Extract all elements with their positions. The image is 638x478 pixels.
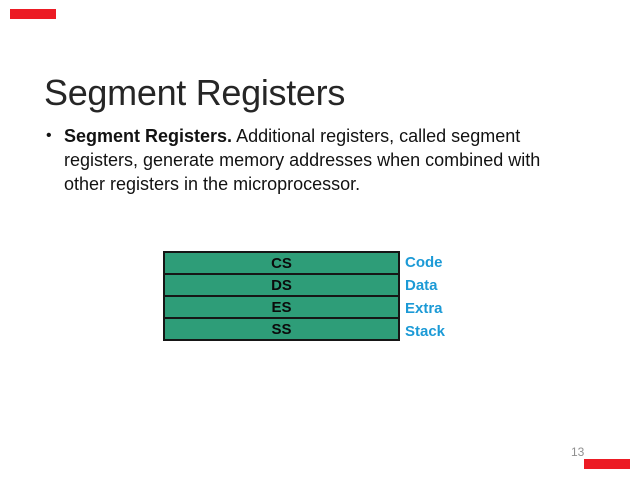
accent-bar-bottom-right xyxy=(584,459,630,469)
bullet-text: Segment Registers. Additional registers,… xyxy=(64,124,568,196)
register-row-ds: DS xyxy=(165,275,398,297)
register-row-es: ES xyxy=(165,297,398,319)
side-label-data: Data xyxy=(405,277,438,294)
side-label-code: Code xyxy=(405,254,443,271)
page-number: 13 xyxy=(571,445,585,459)
side-label-stack: Stack xyxy=(405,323,446,340)
register-side-labels: Code Data Extra Stack xyxy=(405,251,445,343)
register-row-cs: CS xyxy=(165,253,398,275)
bullet-marker: • xyxy=(46,127,52,144)
bullet-text-bold: Segment Registers. xyxy=(64,126,233,146)
register-table: CS DS ES SS xyxy=(163,251,400,341)
bullet-item: • Segment Registers. Additional register… xyxy=(46,124,568,196)
register-row-ss: SS xyxy=(165,319,398,339)
slide-title: Segment Registers xyxy=(44,72,346,114)
bullet-text-body: Additional registers, called segment reg… xyxy=(64,126,541,194)
side-label-extra: Extra xyxy=(405,300,443,317)
accent-bar-top-left xyxy=(10,9,56,19)
